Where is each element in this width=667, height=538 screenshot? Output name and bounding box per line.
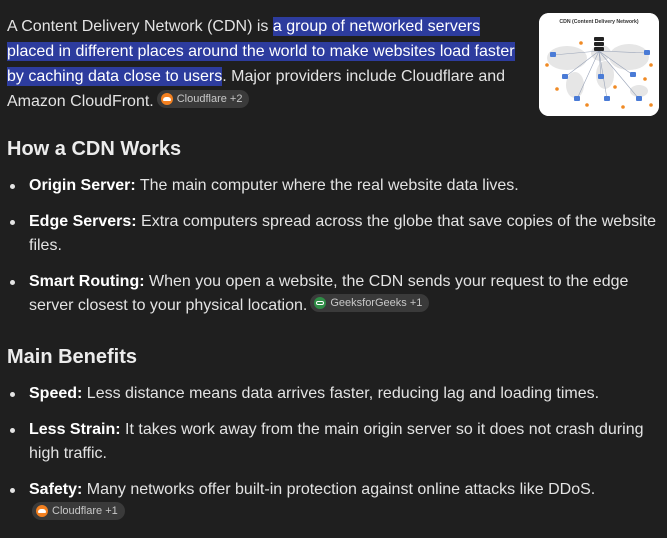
list-item: Safety: Many networks offer built-in pro…	[0, 478, 667, 526]
source-chip-geeksforgeeks[interactable]: GeeksforGeeks +1	[310, 294, 430, 312]
list-item-term: Smart Routing:	[29, 273, 145, 290]
list-item-term: Safety:	[29, 481, 83, 498]
geeksforgeeks-icon	[314, 297, 327, 309]
list-item: Less Strain: It takes work away from the…	[0, 418, 667, 466]
list-item-text: Extra computers spread across the globe …	[29, 213, 656, 254]
list-item-term: Origin Server:	[29, 177, 136, 194]
list-item: Edge Servers: Extra computers spread acr…	[0, 210, 667, 258]
list-item-text: Many networks offer built-in protection …	[82, 481, 596, 498]
thumbnail-title: CDN (Content Delivery Network)	[559, 19, 639, 25]
source-chip-label: Cloudflare +2	[176, 93, 243, 105]
list-item: Speed: Less distance means data arrives …	[0, 382, 667, 406]
list-item-text: When you open a website, the CDN sends y…	[29, 273, 629, 314]
list-item-text: The main computer where the real website…	[135, 177, 519, 194]
source-chip-cloudflare[interactable]: Cloudflare +2	[156, 90, 250, 108]
intro-text-before: A Content Delivery Network (CDN) is	[7, 18, 273, 35]
source-chip-label: Cloudflare +1	[52, 505, 118, 517]
how-cdn-works-list: Origin Server: The main computer where t…	[0, 174, 667, 330]
list-item-text: It takes work away from the main origin …	[29, 421, 644, 462]
list-item: Smart Routing: When you open a website, …	[0, 270, 667, 318]
list-item: Origin Server: The main computer where t…	[0, 174, 667, 198]
source-chip-cloudflare[interactable]: Cloudflare +1	[32, 502, 125, 520]
intro-paragraph: A Content Delivery Network (CDN) is a gr…	[7, 14, 527, 114]
cloudflare-icon	[160, 93, 173, 105]
list-item-term: Less Strain:	[29, 421, 121, 438]
list-item-text: Less distance means data arrives faster,…	[82, 385, 600, 402]
heading-main-benefits: Main Benefits	[7, 346, 138, 368]
cloudflare-icon	[36, 505, 48, 517]
origin-server-icon	[594, 37, 604, 51]
cdn-diagram-thumbnail[interactable]: CDN (Content Delivery Network)	[539, 13, 659, 116]
intro-text-after: . Major providers include Cloudflare and…	[7, 68, 506, 110]
source-chip-label: GeeksforGeeks +1	[330, 297, 423, 309]
heading-how-cdn-works: How a CDN Works	[7, 138, 182, 160]
cdn-diagram-image: CDN (Content Delivery Network)	[539, 13, 659, 116]
list-item-term: Speed:	[29, 385, 83, 402]
list-item-term: Edge Servers:	[29, 213, 137, 230]
main-benefits-list: Speed: Less distance means data arrives …	[0, 382, 667, 538]
